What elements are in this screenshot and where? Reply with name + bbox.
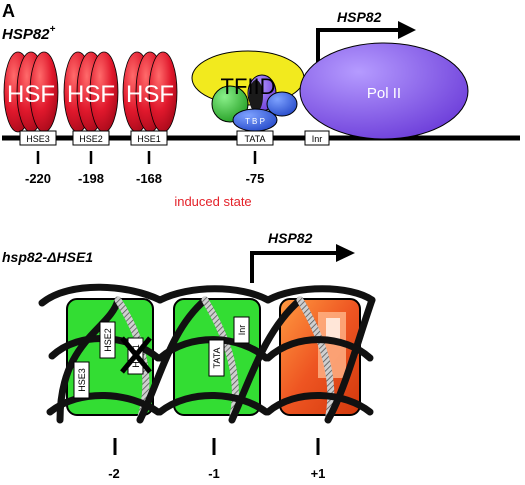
transcription-arrowhead-bottom xyxy=(336,244,355,262)
svg-text:TATA: TATA xyxy=(245,134,266,144)
nuc-element-inr: Inr xyxy=(233,316,250,344)
element-box-hse3: HSE3 xyxy=(19,130,57,146)
transcription-arrowhead xyxy=(398,21,416,39)
svg-text:Inr: Inr xyxy=(312,134,323,144)
hsf-label-2: HSF xyxy=(67,81,115,108)
hsf-trimer-1: HSF xyxy=(122,51,178,133)
tfiid-subunit-black xyxy=(249,80,263,112)
svg-text:HSE3: HSE3 xyxy=(77,368,87,392)
element-box-tata: TATA xyxy=(236,130,274,146)
element-box-inr: Inr xyxy=(304,130,330,146)
tfiid-label: TFIID xyxy=(221,74,276,99)
transcript-label-top: HSP82 xyxy=(337,9,382,25)
hsf-trimer-2: HSF xyxy=(63,51,119,133)
transcript-label-bottom: HSP82 xyxy=(268,230,313,246)
wild-type-gene-label: HSP82+ xyxy=(2,24,56,43)
hsf-trimer-3: HSF xyxy=(3,51,59,133)
position-label: -168 xyxy=(136,171,162,186)
transcription-start-arrow-bottom xyxy=(250,251,338,283)
deletion-cross xyxy=(120,336,152,374)
nucleosome-highlight-inner xyxy=(326,318,340,342)
panel-letter: A xyxy=(2,1,15,21)
nuc-element-hse2: HSE2 xyxy=(99,321,116,359)
gene-superscript: + xyxy=(50,24,56,35)
element-box-hse1: HSE1 xyxy=(130,130,168,146)
tbp-label: T B P xyxy=(245,117,265,126)
nuc-element-tata: TATA xyxy=(208,339,225,377)
svg-text:HSE2: HSE2 xyxy=(79,134,103,144)
svg-text:HSE2: HSE2 xyxy=(103,328,113,352)
position-label: -75 xyxy=(246,171,265,186)
hsf-label-3: HSF xyxy=(7,81,55,108)
tfiid-subunit-blue xyxy=(266,91,298,117)
pol-ii-label: Pol II xyxy=(367,85,401,102)
element-box-hse2: HSE2 xyxy=(72,130,110,146)
mutant-gene-label: hsp82-ΔHSE1 xyxy=(2,249,93,265)
hsf-label-1: HSF xyxy=(126,81,174,108)
svg-text:HSE3: HSE3 xyxy=(26,134,50,144)
nucleosome-position-label: -1 xyxy=(208,466,220,481)
pol-ii xyxy=(299,42,469,140)
position-label: -220 xyxy=(25,171,51,186)
svg-text:HSE1: HSE1 xyxy=(137,134,161,144)
state-label: induced state xyxy=(174,194,251,209)
svg-text:TATA: TATA xyxy=(212,348,222,369)
svg-text:Inr: Inr xyxy=(237,325,247,336)
position-label: -198 xyxy=(78,171,104,186)
transcription-start-arrow xyxy=(316,28,400,62)
nuc-element-hse3: HSE3 xyxy=(73,361,90,399)
nucleosome-position-label: -2 xyxy=(108,466,120,481)
nucleosome-position-label: +1 xyxy=(311,466,326,481)
